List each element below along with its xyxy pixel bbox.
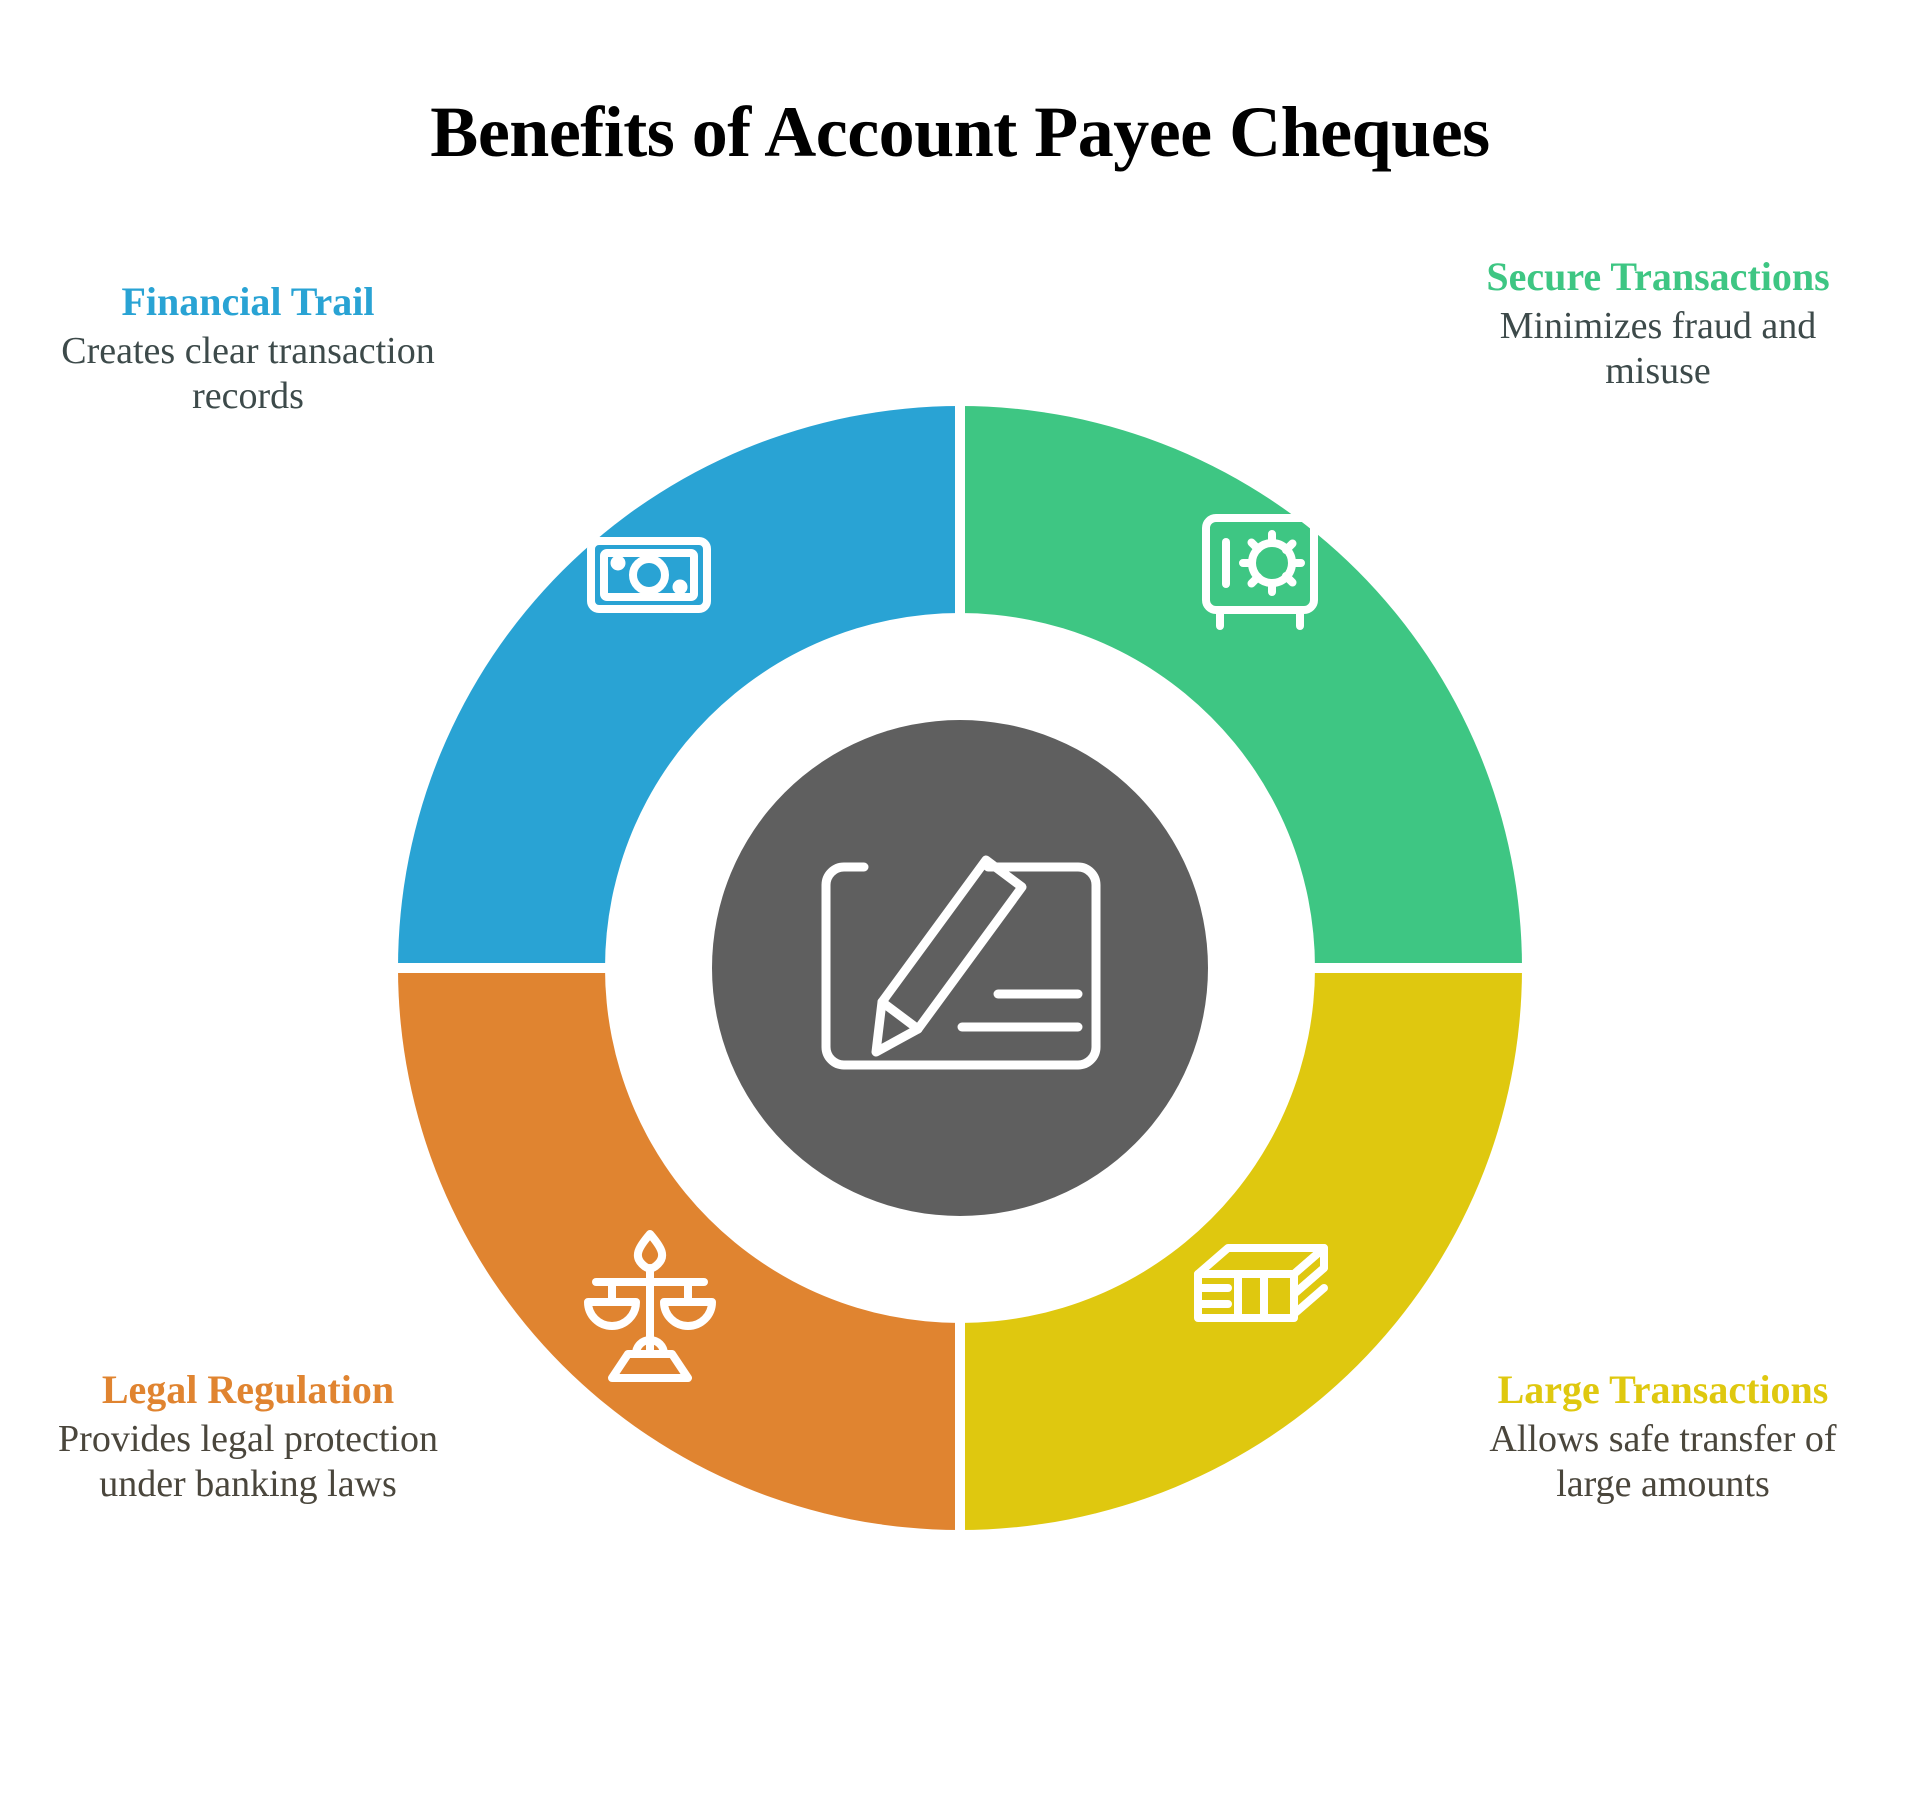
money-stack-icon <box>1194 1244 1328 1322</box>
benefit-block-legal-regulation: Legal Regulation Provides legal protecti… <box>38 1367 458 1506</box>
safe-vault-icon <box>1202 514 1318 630</box>
benefit-block-financial-trail: Financial Trail Creates clear transactio… <box>38 279 458 418</box>
benefit-heading-legal-regulation: Legal Regulation <box>101 1367 395 1412</box>
benefit-heading-large-transactions: Large Transactions <box>1497 1367 1829 1412</box>
banknote-icon <box>587 537 711 613</box>
benefit-description-large-transactions: Allows safe transfer of large amounts <box>1489 1417 1837 1505</box>
donut-wheel <box>398 406 1522 1530</box>
cheque-with-pen-icon <box>821 855 1101 1070</box>
benefit-heading-secure-transactions: Secure Transactions <box>1486 254 1830 299</box>
benefit-block-large-transactions: Large Transactions Allows safe transfer … <box>1448 1367 1878 1506</box>
benefit-block-secure-transactions: Secure Transactions Minimizes fraud and … <box>1448 254 1868 393</box>
benefit-description-legal-regulation: Provides legal protection under banking … <box>58 1417 438 1505</box>
benefit-description-secure-transactions: Minimizes fraud and misuse <box>1499 304 1817 392</box>
benefit-heading-financial-trail: Financial Trail <box>121 279 375 324</box>
scales-of-justice-icon <box>584 1230 716 1382</box>
benefit-description-financial-trail: Creates clear transaction records <box>61 329 435 417</box>
page-title: Benefits of Account Payee Cheques <box>430 92 1490 172</box>
